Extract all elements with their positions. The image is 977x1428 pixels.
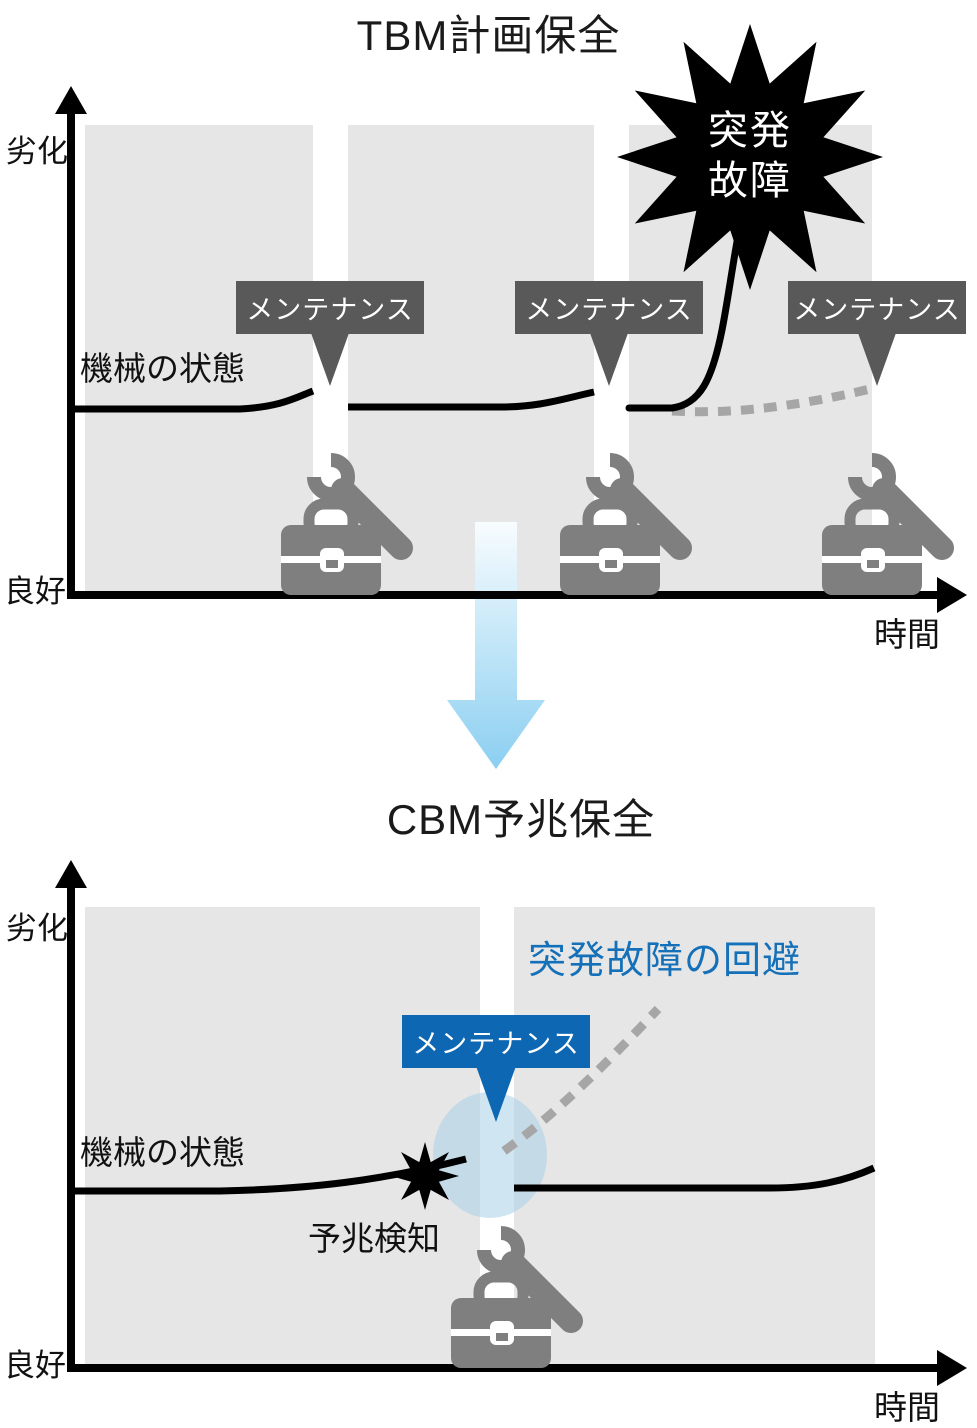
toolbox-wrench-icon (451, 1233, 571, 1368)
maintenance-highlight-circle (433, 1092, 547, 1218)
bottom-avoided-failure-dotted-line (501, 1005, 662, 1155)
top-y-axis-label-high: 劣化 (6, 134, 68, 169)
toolbox-wrench-icon (560, 460, 680, 595)
top-condition-line-1 (71, 387, 315, 413)
top-curve-label: 機械の状態 (80, 350, 245, 387)
top-x-axis-arrowhead-icon (937, 577, 967, 613)
top-period-panel-1 (85, 125, 313, 591)
maintenance-pointer-2 (590, 333, 628, 386)
failure-burst-line1: 突発 (708, 109, 792, 153)
bottom-period-panel-2 (514, 907, 875, 1364)
bottom-x-axis-label: 時間 (874, 1389, 940, 1426)
top-x-axis (67, 591, 939, 599)
failure-burst-line2: 故障 (708, 159, 792, 203)
maintenance-pointer-blue (476, 1066, 516, 1122)
bottom-condition-line-2 (514, 1164, 876, 1192)
top-y-axis (67, 112, 75, 598)
failure-burst-label: 突発 故障 (675, 106, 825, 206)
maintenance-pointer-1 (311, 333, 349, 386)
maintenance-label-2: メンテナンス (515, 281, 703, 334)
bottom-period-panel-1 (85, 907, 480, 1364)
failure-burst-icon (617, 24, 883, 290)
bottom-y-axis-arrowhead-icon (55, 860, 87, 888)
top-y-axis-arrowhead-icon (55, 86, 87, 114)
avoidance-label: 突発故障の回避 (528, 940, 802, 982)
bottom-y-axis-label-low: 良好 (4, 1348, 66, 1383)
top-period-panel-2 (348, 125, 594, 591)
maintenance-label-1: メンテナンス (236, 281, 424, 334)
bottom-y-axis-label-high: 劣化 (6, 911, 68, 946)
bottom-curve-label: 機械の状態 (80, 1134, 245, 1171)
down-arrow-icon (447, 522, 545, 769)
detection-label: 予兆検知 (308, 1220, 440, 1257)
maintenance-pointer-3 (858, 333, 896, 386)
detection-star-icon (391, 1142, 459, 1210)
maintenance-label-blue: メンテナンス (402, 1015, 590, 1068)
toolbox-wrench-icon (281, 460, 401, 595)
top-x-axis-label: 時間 (874, 616, 940, 653)
toolbox-wrench-icon (822, 460, 942, 595)
top-y-axis-label-low: 良好 (4, 574, 66, 609)
top-projected-dotted-line (671, 384, 872, 417)
bottom-chart-title: CBM予兆保全 (386, 796, 656, 843)
bottom-x-axis-arrowhead-icon (937, 1350, 967, 1386)
bottom-y-axis (67, 886, 75, 1372)
maintenance-label-3: メンテナンス (788, 281, 966, 334)
top-condition-line-2 (348, 388, 595, 411)
top-chart-title: TBM計画保全 (356, 12, 621, 59)
